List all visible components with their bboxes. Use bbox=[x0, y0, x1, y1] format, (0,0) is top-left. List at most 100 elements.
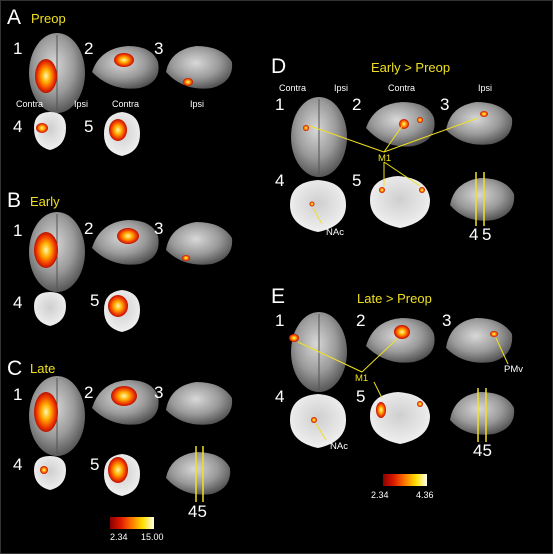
brain-sagittal-slice-view bbox=[450, 392, 515, 435]
activation-blob bbox=[419, 187, 425, 193]
activation-blob bbox=[36, 123, 48, 133]
panel-e-letter: E bbox=[271, 285, 286, 308]
colorbar-right-min: 2.34 bbox=[371, 490, 389, 500]
panel-e-num-3: 3 bbox=[442, 311, 452, 330]
colorbar-left bbox=[110, 517, 154, 529]
brain-lateral-view bbox=[92, 46, 159, 89]
panel-d-ipsi-label-2: Ipsi bbox=[478, 83, 493, 93]
brain-medial-view bbox=[166, 222, 233, 265]
activation-blob bbox=[108, 457, 128, 483]
activation-blob bbox=[35, 59, 57, 93]
activation-blob bbox=[111, 386, 137, 406]
panel-b-images bbox=[29, 212, 233, 332]
panel-e-m1-label: M1 bbox=[355, 373, 369, 384]
activation-blob bbox=[114, 53, 134, 67]
panel-a-contra-label-1: Contra bbox=[16, 99, 44, 109]
panel-a-num-5: 5 bbox=[84, 117, 94, 136]
colorbar-right-max: 4.36 bbox=[416, 490, 434, 500]
brain-medial-view bbox=[166, 46, 233, 89]
panel-b-num-3: 3 bbox=[154, 219, 164, 238]
coronal-slice bbox=[34, 112, 66, 150]
colorbar-left-max: 15.00 bbox=[141, 532, 164, 542]
panel-d-num-4: 4 bbox=[275, 171, 285, 190]
panel-d-title: Early > Preop bbox=[371, 60, 451, 75]
activation-blob bbox=[34, 392, 58, 432]
panel-d-ipsi-label-1: Ipsi bbox=[334, 83, 349, 93]
panel-a-images bbox=[29, 33, 233, 156]
panel-d-slice-4: 4 bbox=[469, 225, 479, 244]
panel-d-num-1: 1 bbox=[275, 95, 285, 114]
panel-b-title: Early bbox=[30, 194, 60, 209]
panel-a-ipsi-label-1: Ipsi bbox=[74, 99, 89, 109]
m1-arrows bbox=[297, 337, 509, 441]
coronal-slice bbox=[290, 180, 346, 232]
panel-c-num-3: 3 bbox=[154, 383, 164, 402]
colorbar-left-min: 2.34 bbox=[110, 532, 128, 542]
panel-e-num-1: 1 bbox=[275, 311, 285, 330]
panel-a-num-4: 4 bbox=[13, 117, 23, 136]
coronal-slice bbox=[370, 176, 430, 228]
brain-sagittal-slice-view bbox=[450, 178, 515, 221]
panel-d-images bbox=[290, 97, 515, 232]
activation-blob bbox=[183, 78, 193, 86]
activation-blob bbox=[376, 402, 386, 418]
panel-a-num-1: 1 bbox=[13, 39, 23, 58]
panel-a-letter: A bbox=[7, 6, 22, 29]
activation-blob bbox=[289, 334, 299, 342]
panel-d-m1-label: M1 bbox=[378, 153, 392, 164]
panel-b-num-2: 2 bbox=[84, 219, 94, 238]
activation-blob bbox=[117, 228, 139, 244]
panel-d-contra-label-1: Contra bbox=[279, 83, 307, 93]
panel-a-ipsi-label-2: Ipsi bbox=[190, 99, 205, 109]
panel-a-title: Preop bbox=[31, 11, 66, 26]
panel-e-num-4: 4 bbox=[275, 387, 285, 406]
brain-medial-view bbox=[446, 102, 513, 145]
activation-blob bbox=[490, 331, 498, 337]
panel-d-num-5: 5 bbox=[352, 171, 362, 190]
panel-e-num-2: 2 bbox=[356, 311, 366, 330]
panel-c-title: Late bbox=[30, 361, 56, 376]
activation-blob bbox=[480, 111, 488, 117]
panel-d-num-3: 3 bbox=[440, 95, 450, 114]
panel-d-num-2: 2 bbox=[352, 95, 362, 114]
coronal-slice bbox=[34, 292, 66, 326]
panel-b-num-4: 4 bbox=[13, 293, 23, 312]
panel-e-slice-nums: 45 bbox=[473, 441, 492, 460]
panel-d-slice-5: 5 bbox=[482, 225, 492, 244]
panel-c-images bbox=[29, 376, 233, 502]
activation-blob bbox=[40, 466, 48, 474]
panel-a-num-2: 2 bbox=[84, 39, 94, 58]
panel-c-num-1: 1 bbox=[13, 385, 23, 404]
panel-c-slice-nums: 45 bbox=[188, 502, 207, 521]
activation-blob bbox=[182, 255, 190, 261]
panel-e-title: Late > Preop bbox=[357, 291, 432, 306]
activation-blob bbox=[417, 401, 423, 407]
panel-e-images bbox=[289, 312, 515, 448]
panel-c-letter: C bbox=[7, 357, 23, 380]
activation-blob bbox=[417, 117, 423, 123]
brain-medial-view bbox=[166, 382, 233, 425]
panel-a-num-3: 3 bbox=[154, 39, 164, 58]
panel-d-letter: D bbox=[271, 55, 287, 78]
activation-blob bbox=[34, 232, 58, 268]
activation-blob bbox=[309, 201, 315, 207]
panel-d-contra-label-2: Contra bbox=[388, 83, 416, 93]
panel-e-pmv-label: PMv bbox=[504, 364, 523, 375]
activation-blob bbox=[303, 125, 309, 131]
activation-blob bbox=[109, 119, 127, 141]
panel-e-nac-label: NAc bbox=[330, 441, 348, 452]
activation-blob bbox=[394, 325, 410, 339]
coronal-slice bbox=[290, 394, 346, 448]
brain-lateral-view bbox=[366, 318, 435, 363]
panel-b-num-5: 5 bbox=[90, 291, 100, 310]
m1-arrows bbox=[309, 117, 479, 225]
colorbar-right bbox=[383, 474, 427, 486]
panel-b-letter: B bbox=[7, 189, 22, 212]
activation-blob bbox=[108, 295, 128, 317]
brain-medial-view bbox=[446, 318, 513, 363]
panel-c-num-2: 2 bbox=[84, 383, 94, 402]
panel-d-nac-label: NAc bbox=[326, 227, 344, 238]
activation-blob bbox=[379, 187, 385, 193]
activation-blob bbox=[311, 417, 317, 423]
